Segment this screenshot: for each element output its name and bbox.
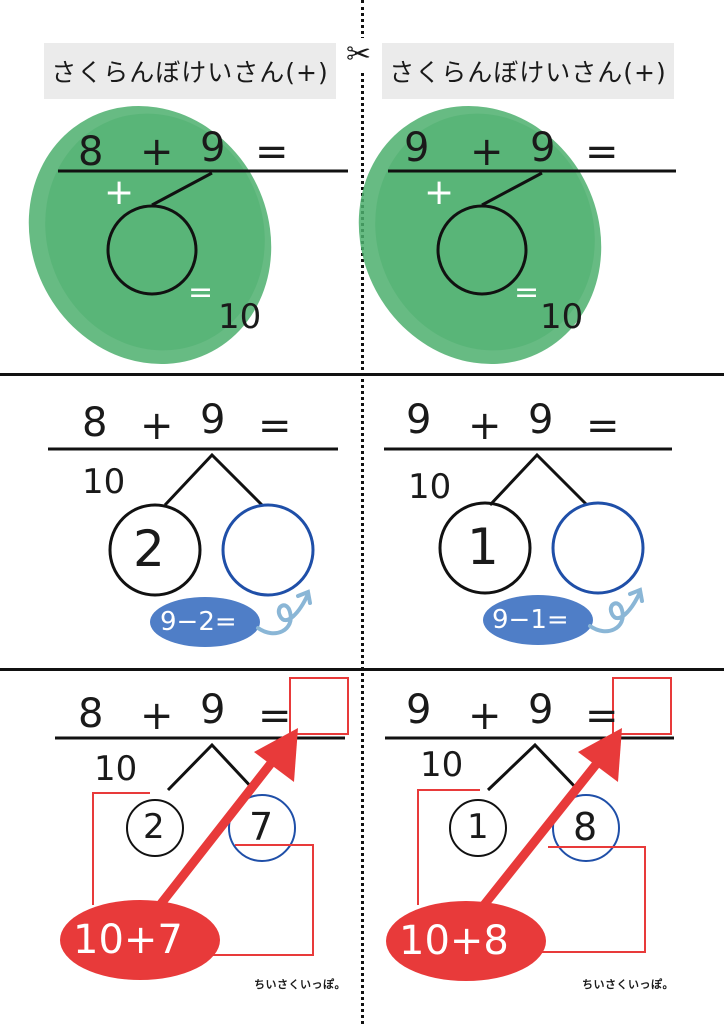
right-r3-known: 1	[467, 807, 489, 847]
left-r1-plus: +	[140, 129, 174, 175]
left-r1-eq-mark: =	[188, 275, 214, 310]
right-r3-b: 9	[528, 687, 554, 733]
right-r2-blank-circle	[551, 501, 645, 595]
right-r3-ten: 10	[420, 745, 464, 785]
scissors-icon: ✂	[346, 37, 372, 72]
cut-line-horizontal-2	[0, 668, 724, 671]
left-r2-b: 9	[200, 397, 226, 443]
left-r3-eq: =	[258, 693, 292, 739]
right-r2-hint: 9−1=	[492, 605, 569, 635]
left-answer-box	[289, 677, 349, 735]
left-r3-known-circle	[126, 799, 184, 857]
left-r2-known: 2	[133, 520, 165, 578]
right-r2-plus: +	[468, 403, 502, 449]
right-r2-known-circle	[438, 501, 532, 595]
left-hint-arrow	[256, 592, 310, 636]
left-r1-eq: =	[255, 129, 289, 175]
left-hint-blob	[150, 597, 260, 647]
left-r1-a: 8	[78, 129, 104, 175]
left-r2-known-circle	[108, 503, 202, 597]
right-r3-eq: =	[585, 693, 619, 739]
right-brand-logo: ちいさくいっぽ。	[582, 978, 674, 991]
right-answer-blob	[386, 901, 546, 981]
right-title: さくらんぼけいさん(+)	[382, 43, 674, 99]
left-r3-known: 2	[143, 807, 165, 847]
left-r1-plus-mark: +	[104, 172, 135, 213]
left-r2-hint: 9−2=	[160, 607, 237, 637]
right-big-arrow	[479, 757, 603, 910]
right-r1-plus: +	[470, 129, 504, 175]
right-r2-eq: =	[586, 403, 620, 449]
left-big-arrow	[155, 757, 277, 910]
right-r3-answer-expr: 10+8	[399, 918, 509, 964]
right-r1-ten: 10	[540, 297, 584, 337]
right-r3-a: 9	[406, 687, 432, 733]
left-r2-blank-circle	[221, 503, 315, 597]
right-r3-rest: 8	[573, 805, 598, 849]
right-r1-eq-mark: =	[514, 275, 540, 310]
left-r3-ten: 10	[94, 749, 138, 789]
left-r1-circle	[106, 204, 198, 296]
right-r1-b: 9	[530, 125, 556, 171]
right-hint-blob	[483, 595, 593, 645]
cut-line-horizontal-1	[0, 373, 724, 376]
left-r3-a: 8	[78, 691, 104, 737]
left-r3-answer-expr: 10+7	[73, 917, 183, 963]
left-green-blob	[28, 105, 272, 365]
right-r3-known-circle	[449, 799, 507, 857]
cut-line-vertical	[361, 0, 364, 1024]
left-r3-rest: 7	[249, 805, 274, 849]
right-green-blob	[358, 105, 602, 365]
right-r1-a: 9	[404, 125, 430, 171]
left-r2-eq: =	[258, 403, 292, 449]
left-r2-ten: 10	[82, 462, 126, 502]
left-r1-b: 9	[200, 125, 226, 171]
right-r3-plus: +	[468, 693, 502, 739]
left-r1-ten: 10	[218, 297, 262, 337]
right-r2-known: 1	[467, 518, 499, 576]
left-r3-b: 9	[200, 687, 226, 733]
right-r2-a: 9	[406, 397, 432, 443]
left-r2-a: 8	[82, 400, 108, 446]
left-title: さくらんぼけいさん(+)	[44, 43, 336, 99]
left-r3-plus: +	[140, 693, 174, 739]
right-r1-eq: =	[585, 129, 619, 175]
right-r3-rest-circle	[552, 794, 620, 862]
right-r1-plus-mark: +	[424, 172, 455, 213]
right-r2-b: 9	[528, 397, 554, 443]
right-hint-arrow	[588, 590, 642, 634]
left-r2-plus: +	[140, 403, 174, 449]
right-r1-circle	[436, 204, 528, 296]
left-answer-blob	[60, 900, 220, 980]
left-brand-logo: ちいさくいっぽ。	[254, 978, 346, 991]
left-r3-rest-circle	[228, 794, 296, 862]
right-answer-box	[612, 677, 672, 735]
right-r2-ten: 10	[408, 467, 452, 507]
